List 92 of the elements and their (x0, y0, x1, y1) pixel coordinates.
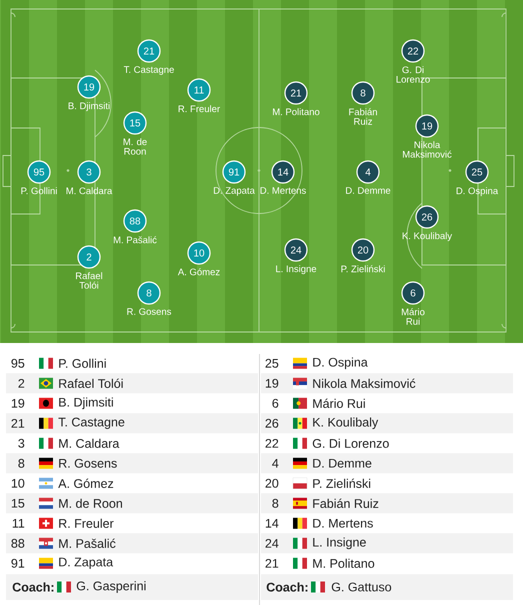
player-name: D. Zapata (59, 558, 114, 569)
player-disc: 4 (356, 160, 380, 184)
player-name: K. Koulibaly (402, 232, 452, 242)
player-name: M. Politano (313, 558, 374, 568)
player-name: P. Zieliński (313, 478, 370, 488)
player-name: A. Gómez (58, 478, 114, 488)
player-disc: 22 (401, 39, 425, 63)
coach-label: Coach: (266, 582, 308, 592)
shirt-number: 10 (12, 478, 24, 488)
player-disc: 91 (222, 160, 246, 184)
shirt-number: 24 (266, 538, 278, 548)
player-name: G. Di Lorenzo (396, 66, 430, 83)
shirt-number: 3 (18, 438, 24, 448)
player-name: D. Demme (313, 458, 372, 468)
player-name: D. Mertens (260, 187, 306, 194)
player-disc: 19 (77, 75, 101, 99)
player-disc: 8 (137, 281, 161, 305)
player-disc: 14 (271, 160, 295, 184)
player-disc: 3 (77, 160, 101, 184)
coach-label: Coach: (12, 582, 54, 592)
player-disc: 88 (123, 209, 147, 233)
shirt-number: 95 (11, 358, 24, 368)
player-name: R. Gosens (59, 458, 117, 468)
shirt-number: 91 (11, 558, 24, 568)
player-name: Rafael Tolói (76, 272, 102, 289)
player-disc: 21 (284, 81, 308, 105)
shirt-number: 21 (266, 558, 278, 568)
player-name: R. Freuler (59, 518, 114, 528)
shirt-number: 6 (272, 398, 278, 408)
player-name: M. Caldara (59, 438, 120, 448)
player-disc: 19 (415, 114, 439, 138)
player-disc: 11 (187, 78, 211, 102)
shirt-number: 4 (272, 459, 278, 468)
player-name: M. Caldara (66, 187, 112, 194)
shirt-number: 21 (12, 418, 24, 428)
shirt-number: 14 (266, 519, 278, 528)
player-name: P. Zieliński (341, 265, 385, 272)
player-disc: 2 (77, 245, 101, 269)
shirt-number: 8 (272, 498, 278, 508)
player-disc: 24 (284, 238, 308, 262)
player-disc: 10 (187, 241, 211, 265)
player-disc: 95 (27, 160, 51, 184)
player-name: R. Gosens (127, 308, 172, 315)
player-disc: 25 (465, 160, 489, 184)
player-name: A. Gómez (178, 268, 220, 276)
player-name: M. Politano (273, 108, 320, 116)
player-name: Rafael Tolói (59, 378, 123, 388)
player-name: D. Zapata (214, 187, 255, 196)
shirt-number: 20 (266, 478, 278, 488)
player-name: Fabián Ruiz (313, 498, 378, 508)
player-name: R. Freuler (178, 105, 220, 112)
player-disc: 21 (137, 39, 161, 63)
shirt-number: 2 (18, 378, 24, 388)
player-disc: 26 (415, 205, 439, 229)
player-name: L. Insigne (313, 537, 366, 550)
player-name: M. de Roon (124, 138, 147, 155)
shirt-number: 26 (266, 418, 278, 428)
shirt-number: 8 (18, 458, 24, 468)
player-name: D. Demme (346, 187, 390, 194)
player-name: Mário Rui (402, 308, 424, 325)
player-name: M. de Roon (59, 498, 122, 508)
player-name: T. Castagne (58, 418, 124, 429)
player-disc: 6 (401, 281, 425, 305)
player-name: D. Ospina (313, 357, 368, 370)
coach-name: G. Gasperini (76, 581, 146, 593)
shirt-number: 22 (266, 438, 278, 448)
player-disc: 15 (123, 111, 147, 135)
shirt-number: 19 (12, 398, 24, 408)
coach-name: G. Gattuso (332, 582, 392, 592)
player-name: L. Insigne (276, 265, 316, 274)
player-name: Nikola Maksimović (402, 141, 452, 158)
player-disc: 8 (351, 81, 375, 105)
player-name: Mário Rui (313, 398, 365, 408)
player-name: D. Mertens (313, 518, 373, 528)
shirt-number: 25 (266, 358, 278, 368)
player-name: D. Ospina (456, 187, 498, 196)
player-name: Nikola Maksimović (313, 378, 416, 388)
player-name: K. Koulibaly (313, 417, 378, 430)
player-name: T. Castagne (124, 66, 174, 75)
player-name: G. Di Lorenzo (312, 438, 389, 448)
player-disc: 20 (351, 238, 375, 262)
player-name: P. Gollini (59, 358, 106, 368)
player-name: B. Djimsiti (68, 102, 110, 112)
player-name: M. Pašalić (59, 538, 116, 548)
player-name: P. Gollini (21, 187, 57, 194)
player-name: M. Pašalić (114, 236, 157, 244)
shirt-number: 11 (12, 519, 24, 528)
shirt-number: 19 (266, 378, 278, 388)
player-name: Fabián Ruiz (349, 108, 377, 125)
shirt-number: 15 (12, 498, 24, 508)
player-name: B. Djimsiti (59, 397, 113, 410)
shirt-number: 88 (11, 538, 24, 548)
